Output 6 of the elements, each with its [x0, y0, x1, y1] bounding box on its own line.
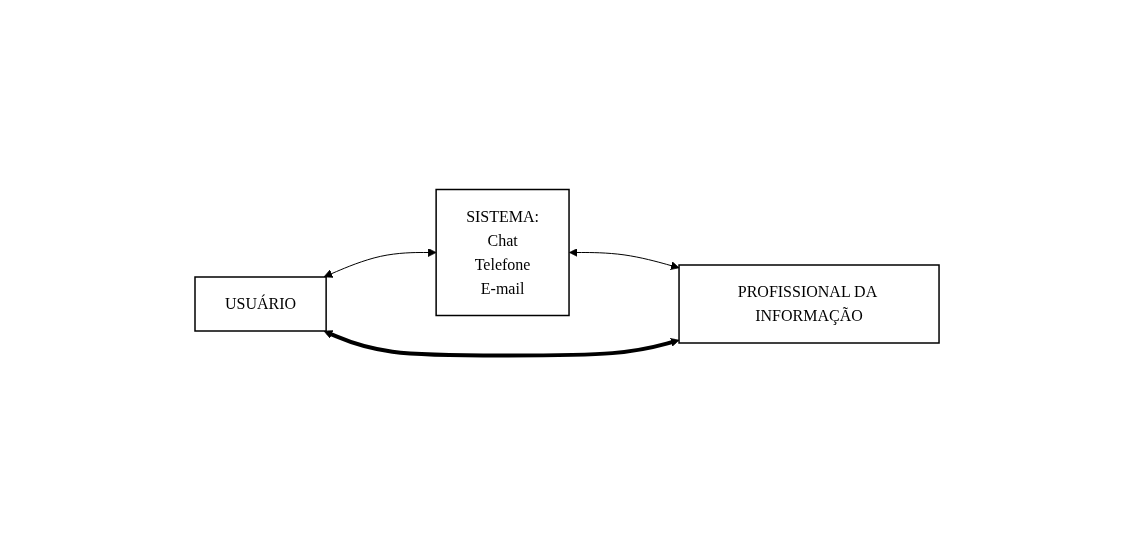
arrow [324, 330, 680, 358]
node-box: USUÁRIO [194, 276, 328, 332]
node-box: SISTEMA: Chat Telefone E-mail [435, 188, 571, 317]
node-box: PROFISSIONAL DA INFORMAÇÃO [678, 264, 941, 344]
arrow [569, 248, 680, 270]
arrow [324, 248, 437, 278]
